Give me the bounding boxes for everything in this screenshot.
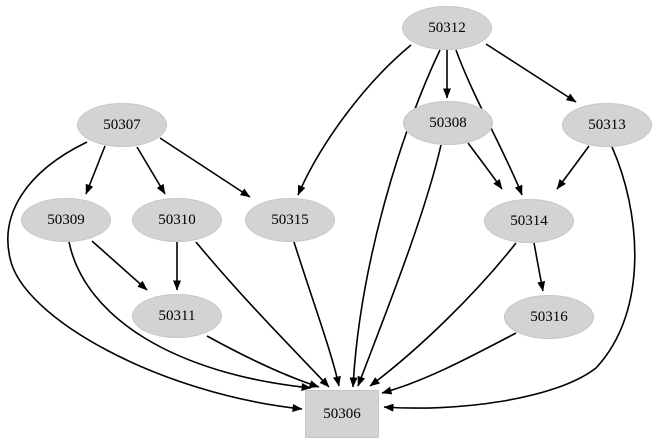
node-50316: 50316 bbox=[504, 295, 594, 339]
edge-50307-50315 bbox=[159, 137, 251, 198]
edge-50309-50306 bbox=[68, 241, 312, 392]
node-label: 50306 bbox=[323, 405, 361, 422]
edge-50308-50306 bbox=[357, 144, 442, 387]
edge-50315-50306 bbox=[293, 241, 341, 387]
edge-50312-50306 bbox=[349, 49, 441, 388]
edge-50312-50315 bbox=[297, 44, 412, 196]
node-50310: 50310 bbox=[132, 198, 222, 242]
edge-50313-50306 bbox=[383, 146, 636, 412]
node-50309: 50309 bbox=[21, 198, 111, 242]
edge-50310-50306 bbox=[195, 241, 330, 388]
edge-50313-50314 bbox=[556, 145, 590, 190]
node-label: 50315 bbox=[271, 211, 309, 228]
node-50307: 50307 bbox=[77, 103, 167, 147]
edge-50314-50306 bbox=[369, 242, 517, 387]
node-label: 50314 bbox=[510, 212, 548, 229]
edge-50307-50309 bbox=[85, 145, 106, 195]
node-label: 50316 bbox=[530, 308, 568, 325]
node-50313: 50313 bbox=[562, 103, 652, 147]
node-label: 50308 bbox=[429, 114, 467, 131]
node-label: 50311 bbox=[158, 307, 196, 324]
edge-50316-50306 bbox=[381, 332, 517, 395]
edge-50309-50311 bbox=[91, 240, 148, 291]
edge-50314-50316 bbox=[533, 242, 546, 292]
node-label: 50309 bbox=[47, 211, 85, 228]
node-50314: 50314 bbox=[484, 199, 574, 243]
node-50312: 50312 bbox=[402, 6, 492, 50]
node-label: 50307 bbox=[103, 116, 141, 133]
node-50315: 50315 bbox=[245, 198, 335, 242]
edge-50311-50306 bbox=[206, 335, 320, 388]
edge-50307-50310 bbox=[136, 146, 166, 195]
node-label: 50310 bbox=[158, 211, 196, 228]
edge-50312-50313 bbox=[485, 43, 577, 103]
node-50306: 50306 bbox=[305, 390, 379, 438]
node-50311: 50311 bbox=[132, 294, 222, 338]
edge-50308-50314 bbox=[467, 142, 503, 190]
edge-50307-50306 bbox=[7, 141, 303, 412]
node-50308: 50308 bbox=[403, 101, 493, 145]
node-label: 50312 bbox=[428, 19, 466, 36]
node-label: 50313 bbox=[588, 116, 626, 133]
